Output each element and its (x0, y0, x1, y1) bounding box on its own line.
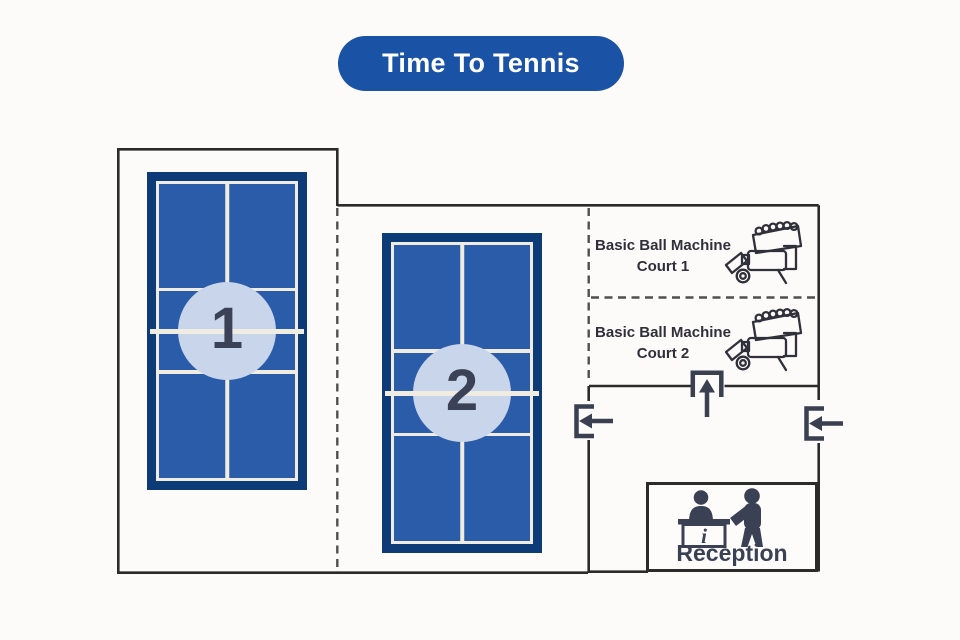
tennis-court-2: 2 (382, 233, 542, 553)
ball-machine-icon (724, 307, 803, 372)
ball-machine-2-line1: Basic Ball Machine (595, 324, 731, 341)
court-1-number: 1 (210, 295, 244, 361)
ball-machine-2-line2: Court 2 (636, 345, 690, 362)
title-badge: Time To Tennis (338, 36, 624, 91)
ball-machine-court-1-label: Basic Ball Machine Court 1 (588, 235, 738, 277)
entrance-arrow-up-icon (690, 370, 724, 417)
info-symbol: i (701, 524, 707, 548)
reception-label: Reception (676, 540, 788, 566)
ball-machine-court-2-label: Basic Ball Machine Court 2 (588, 322, 738, 364)
court-1-net-line (150, 328, 304, 334)
ball-machine-1-line1: Basic Ball Machine (595, 237, 731, 254)
court-2-number: 2 (445, 357, 479, 423)
reception-area: i Reception (646, 482, 818, 572)
page-title: Time To Tennis (382, 48, 580, 78)
entrance-arrow-left-icon (574, 404, 613, 439)
entrance-arrow-right-icon (804, 406, 843, 441)
ball-machine-1-line2: Court 1 (636, 258, 690, 275)
tennis-court-1: 1 (147, 172, 307, 490)
court-2-net-line (385, 390, 539, 396)
ball-machine-icon (724, 220, 803, 285)
dashed-partitions (336, 208, 818, 570)
reception-desk-icon: i (678, 488, 763, 548)
solid-walls (117, 148, 820, 574)
